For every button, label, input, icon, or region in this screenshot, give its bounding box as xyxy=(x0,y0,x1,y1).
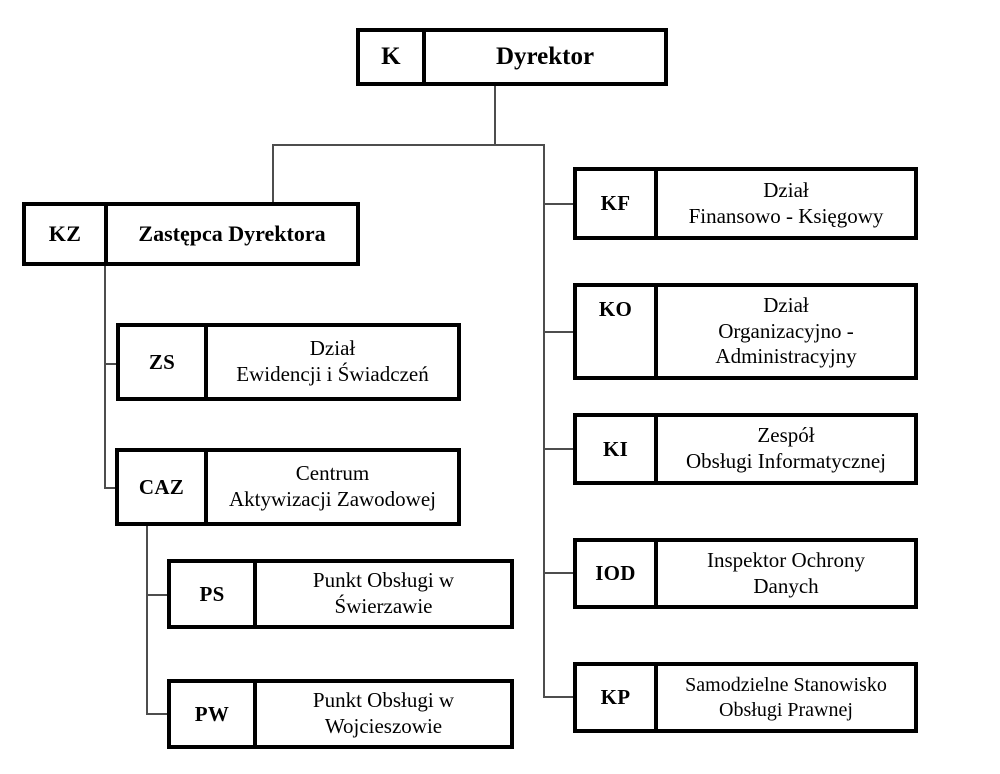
node-deputy-code: KZ xyxy=(26,206,108,262)
connector-deputy-drop xyxy=(272,144,274,204)
node-pw[interactable]: PW Punkt Obsługi w Wojcieszowie xyxy=(167,679,514,749)
node-director-title: Dyrektor xyxy=(426,32,664,82)
node-kf-title-line1: Dział xyxy=(763,177,809,202)
node-zs-title-line1: Dział xyxy=(309,336,356,361)
node-zs-title-line2: Ewidencji i Świadczeń xyxy=(236,362,429,386)
connector-stub-kf xyxy=(543,203,575,205)
node-ko-title-line2: Organizacyjno - xyxy=(718,318,854,343)
node-iod[interactable]: IOD Inspektor Ochrony Danych xyxy=(573,538,918,609)
node-ko-code: KO xyxy=(577,287,658,376)
connector-caz-trunk xyxy=(146,525,148,715)
connector-stub-zs xyxy=(104,363,117,365)
node-caz-title: Centrum Aktywizacji Zawodowej xyxy=(208,452,457,522)
node-deputy-title: Zastępca Dyrektora xyxy=(108,206,356,262)
node-director-title-line: Dyrektor xyxy=(495,42,595,70)
node-caz-code: CAZ xyxy=(119,452,208,522)
node-ki-title-line2: Obsługi Informatycznej xyxy=(685,449,887,473)
node-ko-title-line1: Dział xyxy=(763,293,809,318)
node-ko-title: Dział Organizacyjno - Administracyjny xyxy=(658,287,914,376)
connector-stub-kp xyxy=(543,696,575,698)
node-kf-title: Dział Finansowo - Księgowy xyxy=(658,171,914,236)
node-caz-title-line2: Aktywizacji Zawodowej xyxy=(228,487,437,511)
node-ko-title-line3: Administracyjny xyxy=(715,344,857,369)
node-zs-title: Dział Ewidencji i Świadczeń xyxy=(208,327,457,397)
connector-stub-pw xyxy=(146,713,170,715)
node-ps-code: PS xyxy=(171,563,257,625)
node-ps-title-line1: Punkt Obsługi w xyxy=(312,568,455,593)
node-ki[interactable]: KI Zespół Obsługi Informatycznej xyxy=(573,413,918,485)
node-kf[interactable]: KF Dział Finansowo - Księgowy xyxy=(573,167,918,240)
connector-stub-ps xyxy=(146,594,170,596)
node-director[interactable]: K Dyrektor xyxy=(356,28,668,86)
node-caz[interactable]: CAZ Centrum Aktywizacji Zawodowej xyxy=(115,448,461,526)
node-caz-title-line1: Centrum xyxy=(295,461,370,486)
node-iod-title-line2: Danych xyxy=(753,573,819,598)
node-pw-title-line1: Punkt Obsługi w xyxy=(312,688,455,713)
node-pw-title: Punkt Obsługi w Wojcieszowie xyxy=(257,683,510,745)
node-zs-code: ZS xyxy=(120,327,208,397)
node-ki-title: Zespół Obsługi Informatycznej xyxy=(658,417,914,481)
connector-stub-caz xyxy=(104,487,117,489)
node-kp-title: Samodzielne Stanowisko Obsługi Prawnej xyxy=(658,666,914,729)
node-kp-title-line1: Samodzielne Stanowisko xyxy=(685,674,887,697)
node-kf-title-line2: Finansowo - Księgowy xyxy=(688,203,884,228)
node-kf-code: KF xyxy=(577,171,658,236)
node-deputy[interactable]: KZ Zastępca Dyrektora xyxy=(22,202,360,266)
connector-main-bus xyxy=(272,144,544,146)
node-iod-title-line1: Inspektor Ochrony xyxy=(706,547,866,572)
connector-stub-iod xyxy=(543,572,575,574)
node-iod-title: Inspektor Ochrony Danych xyxy=(658,542,914,605)
node-ps-title-line2: Świerzawie xyxy=(334,594,433,618)
node-kp-title-line2: Obsługi Prawnej xyxy=(719,698,853,721)
node-ps[interactable]: PS Punkt Obsługi w Świerzawie xyxy=(167,559,514,629)
node-director-code: K xyxy=(360,32,426,82)
connector-stub-ko xyxy=(543,331,575,333)
connector-stub-ki xyxy=(543,448,575,450)
node-ps-title: Punkt Obsługi w Świerzawie xyxy=(257,563,510,625)
node-iod-code: IOD xyxy=(577,542,658,605)
node-ki-code: KI xyxy=(577,417,658,481)
node-zs[interactable]: ZS Dział Ewidencji i Świadczeń xyxy=(116,323,461,401)
node-pw-title-line2: Wojcieszowie xyxy=(324,714,443,738)
node-kp-code: KP xyxy=(577,666,658,729)
node-ki-title-line1: Zespół xyxy=(757,423,815,448)
connector-right-trunk xyxy=(543,144,545,698)
connector-director-stem xyxy=(494,86,496,146)
node-pw-code: PW xyxy=(171,683,257,745)
node-ko[interactable]: KO Dział Organizacyjno - Administracyjny xyxy=(573,283,918,380)
node-kp[interactable]: KP Samodzielne Stanowisko Obsługi Prawne… xyxy=(573,662,918,733)
node-deputy-title-line: Zastępca Dyrektora xyxy=(138,220,326,246)
connector-kz-trunk xyxy=(104,266,106,488)
